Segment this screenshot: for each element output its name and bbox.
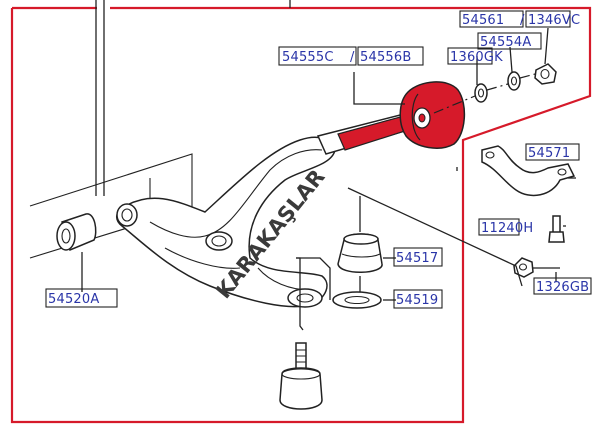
label-54517: 54517 bbox=[396, 251, 438, 266]
bolt-11240h bbox=[548, 215, 565, 243]
washer-54519 bbox=[332, 291, 382, 309]
assembly-guide-lines bbox=[296, 27, 576, 331]
highlight-frame bbox=[10, 6, 592, 424]
nut-1346vc bbox=[534, 63, 557, 85]
ball-joint-stud bbox=[279, 342, 323, 410]
lower-control-arm bbox=[116, 136, 336, 308]
label-54555c: 54555C bbox=[282, 50, 334, 65]
label-separator-2: / bbox=[350, 50, 355, 65]
label-1326gb: 1326GB bbox=[536, 280, 589, 295]
label-1360gk: 1360GK bbox=[450, 50, 503, 65]
part-label-boxes bbox=[45, 10, 592, 309]
label-54556b: 54556B bbox=[360, 50, 411, 65]
part-labels: 54561 / 1346VC 54554A 1360GK 54555C / 54… bbox=[48, 13, 589, 308]
stabilizer-bracket-part bbox=[481, 145, 576, 197]
label-54561: 54561 bbox=[462, 13, 504, 28]
washer-54554a bbox=[507, 71, 521, 91]
front-bushing-part bbox=[56, 213, 97, 292]
washer-1360gk bbox=[474, 83, 488, 103]
label-11240h: 11240H bbox=[481, 221, 533, 236]
ball-joint-boot-54517 bbox=[337, 233, 383, 273]
label-1346vc: 1346VC bbox=[528, 13, 580, 28]
rear-bushing-part bbox=[399, 81, 466, 149]
part-axis-lines bbox=[433, 73, 536, 114]
label-54554a: 54554A bbox=[480, 35, 531, 50]
arm-rod bbox=[316, 113, 409, 155]
label-54519: 54519 bbox=[396, 293, 438, 308]
label-54571: 54571 bbox=[528, 146, 570, 161]
reference-lines bbox=[29, 0, 291, 259]
label-54520a: 54520A bbox=[48, 292, 99, 307]
label-separator: / bbox=[520, 13, 525, 28]
nut-1326gb bbox=[513, 257, 534, 278]
